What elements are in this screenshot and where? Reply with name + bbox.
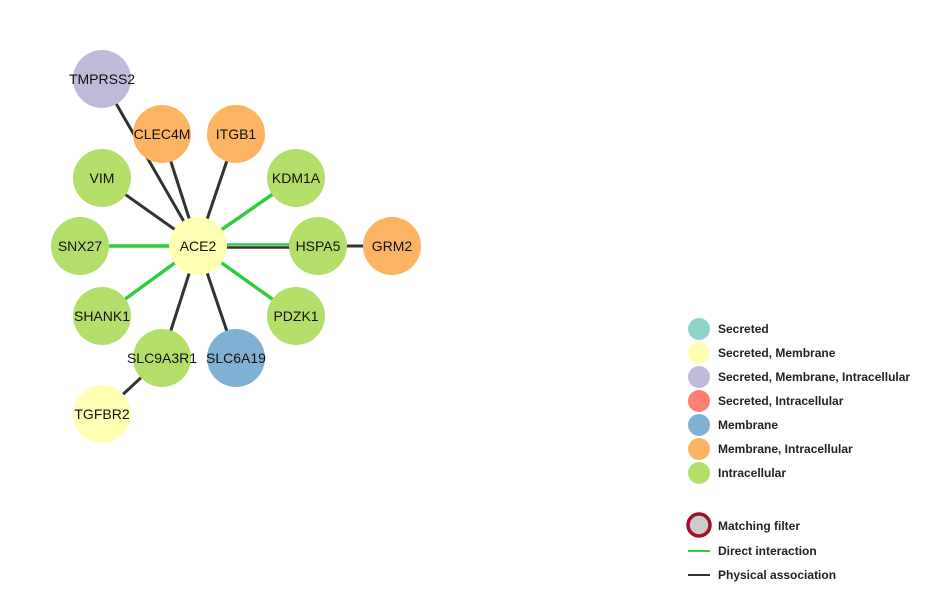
legend-swatch <box>688 438 710 460</box>
node-grm2[interactable]: GRM2 <box>363 217 421 275</box>
legend-item-secreted-membrane: Secreted, Membrane <box>688 342 836 364</box>
node-label-tmprss2: TMPRSS2 <box>69 71 135 87</box>
node-circle-pdzk1[interactable] <box>267 287 325 345</box>
legend-item-secreted-intracellular: Secreted, Intracellular <box>688 390 844 412</box>
legend-item-secreted: Secreted <box>688 318 769 340</box>
legend-item-membrane: Membrane <box>688 414 778 436</box>
physical-association-label: Physical association <box>718 568 836 582</box>
node-label-kdm1a: KDM1A <box>272 170 321 186</box>
matching-filter-label: Matching filter <box>718 519 800 533</box>
node-circle-snx27[interactable] <box>51 217 109 275</box>
legend-swatch <box>688 462 710 484</box>
legend-label: Membrane, Intracellular <box>718 442 853 456</box>
node-circle-tmprss2[interactable] <box>73 50 131 108</box>
node-tmprss2[interactable]: TMPRSS2 <box>69 50 135 108</box>
legend-label: Secreted, Membrane <box>718 346 836 360</box>
node-vim[interactable]: VIM <box>73 149 131 207</box>
matching-filter-swatch <box>686 512 712 538</box>
legend-swatch <box>688 414 710 436</box>
legend-item-secreted-membrane-intracellular: Secreted, Membrane, Intracellular <box>688 366 910 388</box>
node-label-ace2: ACE2 <box>180 238 217 254</box>
direct-interaction-label: Direct interaction <box>718 544 817 558</box>
node-label-snx27: SNX27 <box>58 238 103 254</box>
legend-item-intracellular: Intracellular <box>688 462 786 484</box>
node-label-clec4m: CLEC4M <box>134 126 191 142</box>
node-pdzk1[interactable]: PDZK1 <box>267 287 325 345</box>
node-snx27[interactable]: SNX27 <box>51 217 109 275</box>
node-label-pdzk1: PDZK1 <box>273 308 318 324</box>
legend-swatch <box>688 366 710 388</box>
node-circle-itgb1[interactable] <box>207 105 265 163</box>
node-label-shank1: SHANK1 <box>74 308 130 324</box>
node-label-hspa5: HSPA5 <box>296 238 341 254</box>
node-label-slc6a19: SLC6A19 <box>206 350 266 366</box>
legend-swatch <box>688 318 710 340</box>
node-circle-slc6a19[interactable] <box>207 329 265 387</box>
legend-swatch <box>688 390 710 412</box>
node-label-slc9a3r1: SLC9A3R1 <box>127 350 197 366</box>
node-circle-clec4m[interactable] <box>133 105 191 163</box>
node-itgb1[interactable]: ITGB1 <box>207 105 265 163</box>
legend-matching-filter: Matching filter <box>686 512 800 538</box>
legend-direct-interaction: Direct interaction <box>688 544 817 558</box>
node-circle-kdm1a[interactable] <box>267 149 325 207</box>
node-circle-shank1[interactable] <box>73 287 131 345</box>
node-ace2[interactable]: ACE2 <box>169 217 227 275</box>
node-shank1[interactable]: SHANK1 <box>73 287 131 345</box>
legend-item-membrane-intracellular: Membrane, Intracellular <box>688 438 853 460</box>
node-label-grm2: GRM2 <box>372 238 413 254</box>
legend-swatch <box>688 342 710 364</box>
node-slc9a3r1[interactable]: SLC9A3R1 <box>127 329 197 387</box>
node-label-tgfbr2: TGFBR2 <box>74 406 129 422</box>
legend-label: Intracellular <box>718 466 786 480</box>
node-label-itgb1: ITGB1 <box>216 126 257 142</box>
node-tgfbr2[interactable]: TGFBR2 <box>73 385 131 443</box>
node-circle-ace2[interactable] <box>169 217 227 275</box>
legend-label: Secreted <box>718 322 769 336</box>
node-slc6a19[interactable]: SLC6A19 <box>206 329 266 387</box>
node-label-vim: VIM <box>90 170 115 186</box>
node-hspa5[interactable]: HSPA5 <box>289 217 347 275</box>
node-circle-slc9a3r1[interactable] <box>133 329 191 387</box>
edge-ace2-tmprss2 <box>100 77 200 248</box>
node-kdm1a[interactable]: KDM1A <box>267 149 325 207</box>
legend-label: Secreted, Membrane, Intracellular <box>718 370 910 384</box>
legend-physical-association: Physical association <box>688 568 836 582</box>
node-circle-hspa5[interactable] <box>289 217 347 275</box>
node-circle-vim[interactable] <box>73 149 131 207</box>
legend-label: Secreted, Intracellular <box>718 394 844 408</box>
node-circle-tgfbr2[interactable] <box>73 385 131 443</box>
node-clec4m[interactable]: CLEC4M <box>133 105 191 163</box>
legend-label: Membrane <box>718 418 778 432</box>
node-circle-grm2[interactable] <box>363 217 421 275</box>
